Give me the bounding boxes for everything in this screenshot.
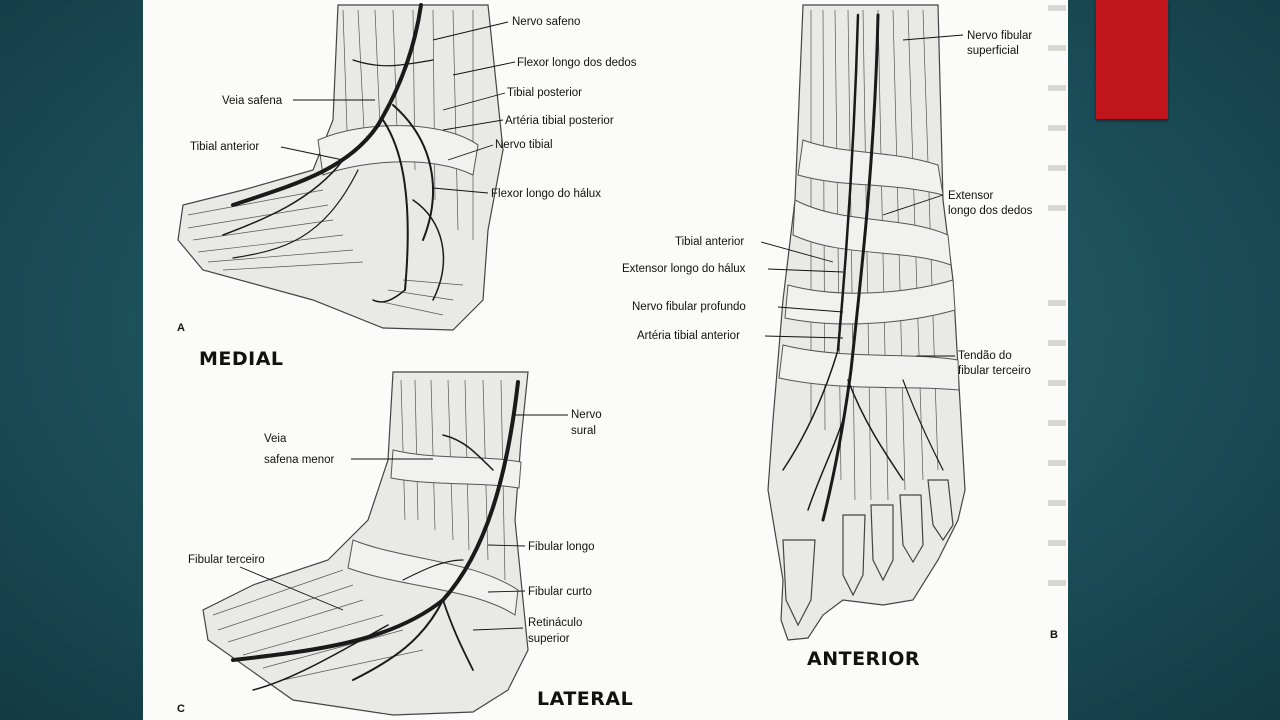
label-veia-safena-menor-1: Veia	[264, 433, 287, 445]
label-nervo-fibular-superficial-2: superficial	[967, 45, 1019, 57]
lateral-labels: Nervo sural Veia safena menor Fibular te…	[177, 409, 602, 715]
label-retinaculo-superior-1: Retináculo	[528, 617, 582, 629]
label-nervo-sural-1: Nervo	[571, 409, 602, 421]
view-label-lateral: LATERAL	[537, 688, 634, 710]
label-extensor-longo-do-halux: Extensor longo do hálux	[622, 263, 746, 275]
label-flexor-longo-dos-dedos: Flexor longo dos dedos	[517, 57, 637, 69]
label-tendao-fibular-terceiro-2: fibular terceiro	[958, 365, 1031, 377]
medial-labels: Nervo safeno Flexor longo dos dedos Veia…	[177, 16, 637, 334]
label-nervo-tibial: Nervo tibial	[495, 139, 553, 151]
anterior-toes	[782, 479, 954, 627]
accent-bar	[1096, 0, 1168, 119]
label-arteria-tibial-posterior: Artéria tibial posterior	[505, 115, 614, 127]
anterior-labels: Nervo fibular superficial Extensor longo…	[622, 30, 1058, 641]
label-nervo-sural-2: sural	[571, 425, 596, 437]
label-veia-safena: Veia safena	[222, 95, 283, 107]
label-flexor-longo-do-halux: Flexor longo do hálux	[491, 188, 601, 200]
medial-foot-drawing	[177, 3, 504, 331]
medial-leader-lines	[280, 21, 516, 194]
label-nervo-fibular-profundo: Nervo fibular profundo	[632, 301, 746, 313]
anatomy-illustration: Nervo safeno Flexor longo dos dedos Veia…	[177, 3, 1066, 716]
label-tibial-anterior-b: Tibial anterior	[675, 236, 744, 248]
label-nervo-fibular-superficial-1: Nervo fibular	[967, 30, 1032, 42]
label-fibular-longo: Fibular longo	[528, 541, 594, 553]
label-tibial-posterior: Tibial posterior	[507, 87, 582, 99]
label-retinaculo-superior-2: superior	[528, 633, 570, 645]
view-label-medial: MEDIAL	[199, 348, 284, 370]
anterior-foot-drawing	[767, 4, 966, 641]
panel-letter-b: B	[1050, 629, 1058, 641]
anterior-leader-lines	[760, 34, 964, 357]
label-arteria-tibial-anterior: Artéria tibial anterior	[637, 330, 740, 342]
anatomy-figure: Nervo safeno Flexor longo dos dedos Veia…	[143, 0, 1068, 720]
label-tendao-fibular-terceiro-1: Tendão do	[958, 350, 1012, 362]
label-fibular-terceiro: Fibular terceiro	[188, 554, 265, 566]
label-extensor-longo-dos-dedos-1: Extensor	[948, 190, 994, 202]
label-fibular-curto: Fibular curto	[528, 586, 592, 598]
label-extensor-longo-dos-dedos-2: longo dos dedos	[948, 205, 1033, 217]
label-tibial-anterior-a: Tibial anterior	[190, 141, 259, 153]
label-veia-safena-menor-2: safena menor	[264, 454, 334, 466]
view-label-anterior: ANTERIOR	[807, 648, 921, 670]
panel-letter-a: A	[177, 322, 185, 334]
panel-letter-c: C	[177, 703, 185, 715]
label-nervo-safeno: Nervo safeno	[512, 16, 580, 28]
lateral-leader-lines	[239, 414, 568, 631]
lateral-foot-drawing	[202, 371, 529, 716]
background-text-ghost	[1048, 5, 1066, 586]
